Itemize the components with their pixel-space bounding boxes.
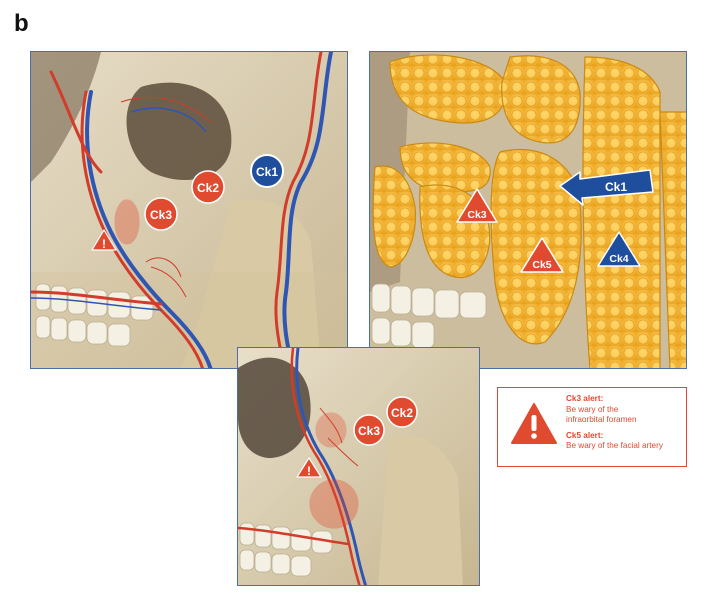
skull-detail-illustration: Ck2 Ck3 !: [238, 348, 479, 585]
marker-ck5-triangle: Ck5: [520, 237, 564, 273]
svg-text:Ck3: Ck3: [467, 209, 486, 221]
marker-ck3: Ck3: [144, 197, 178, 231]
panel-skull-vessels: Ck1 Ck2 Ck3 !: [30, 51, 348, 369]
svg-text:!: !: [307, 464, 311, 478]
svg-text:Ck1: Ck1: [256, 165, 278, 179]
alert-legend: Ck3 alert: Be wary of the infraorbital f…: [497, 387, 687, 467]
svg-text:Ck3: Ck3: [358, 424, 380, 438]
skull-vessels-illustration: Ck1 Ck2 Ck3 !: [31, 52, 347, 368]
panel-skull-detail: Ck2 Ck3 !: [237, 347, 480, 586]
ck5-alert-title: Ck5 alert:: [566, 430, 604, 440]
marker-ck3-triangle: Ck3: [456, 188, 498, 223]
marker-ck1-arrow: Ck1: [559, 169, 654, 206]
svg-text:Ck4: Ck4: [609, 253, 628, 265]
ck3-alert-line-2: infraorbital foramen: [566, 415, 637, 424]
svg-text:Ck1: Ck1: [605, 180, 627, 194]
ck5-alert-line-1: Be wary of the facial artery: [566, 441, 663, 450]
marker-alert-triangle: !: [91, 229, 117, 251]
marker-alert-triangle: !: [296, 457, 322, 478]
ck3-alert-title: Ck3 alert:: [566, 394, 604, 403]
marker-ck3: Ck3: [353, 414, 385, 446]
svg-text:Ck5: Ck5: [532, 259, 551, 271]
marker-ck4-triangle: Ck4: [597, 231, 641, 267]
svg-text:Ck2: Ck2: [197, 181, 219, 195]
warning-triangle-icon: [511, 403, 557, 444]
marker-ck1: Ck1: [250, 154, 284, 188]
svg-text:Ck3: Ck3: [150, 208, 172, 222]
marker-ck2: Ck2: [386, 396, 418, 428]
panel-letter: b: [14, 10, 29, 37]
fat-compartments-illustration: Ck1 Ck3 Ck5 Ck4: [370, 52, 686, 368]
legend-text: Ck3 alert: Be wary of the infraorbital f…: [566, 394, 684, 452]
panel-fat-compartments: Ck1 Ck3 Ck5 Ck4: [369, 51, 687, 369]
svg-text:Ck2: Ck2: [391, 406, 413, 420]
svg-text:!: !: [102, 237, 106, 251]
marker-ck2: Ck2: [191, 170, 225, 204]
ck3-alert-line-1: Be wary of the: [566, 404, 619, 414]
